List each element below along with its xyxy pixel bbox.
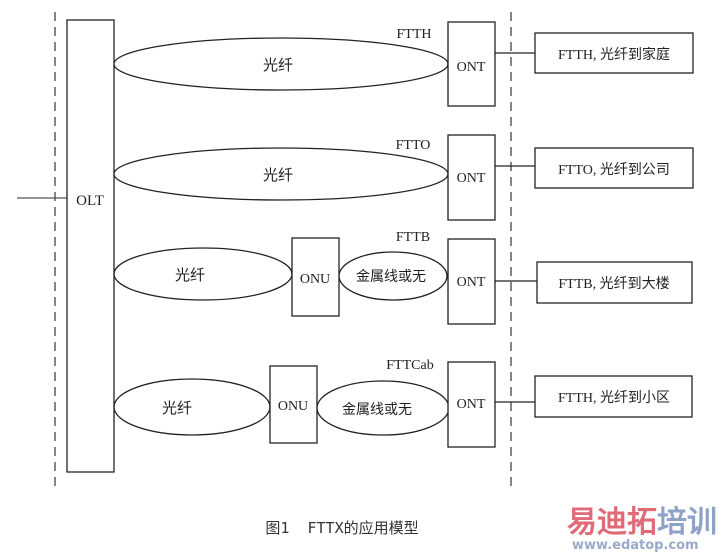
description-label: FTTH, 光纤到小区 (558, 390, 670, 406)
description-label: FTTO, 光纤到公司 (558, 162, 670, 178)
type-label: FTTB (396, 230, 430, 245)
description-box (534, 375, 693, 418)
onu-box (269, 365, 318, 444)
row-ftth: 光纤 FTTH ONT FTTH, 光纤到家庭 (113, 21, 694, 107)
onu-label: ONU (300, 272, 330, 287)
description-box (534, 32, 694, 74)
copper-label: 金属线或无 (342, 402, 412, 418)
watermark-char: 培 (657, 505, 687, 540)
fiber-label: 光纤 (162, 400, 192, 417)
type-label: FTTO (396, 138, 431, 153)
ont-box (447, 134, 496, 221)
watermark-char: 拓 (627, 505, 657, 540)
ont-label: ONT (457, 397, 486, 412)
row-ftto: 光纤 FTTO ONT FTTO, 光纤到公司 (113, 134, 694, 221)
description-box (534, 147, 694, 189)
fiber-label: 光纤 (263, 57, 293, 74)
row-fttb: 光纤 ONU 金属线或无 FTTB ONT FTTB, 光纤到大楼 (113, 230, 693, 325)
onu-box (291, 237, 340, 317)
description-box (536, 261, 693, 304)
ont-box (447, 361, 496, 448)
type-label: FTTCab (386, 358, 433, 373)
watermark-url: www.edatop.com (572, 538, 699, 553)
description-label: FTTB, 光纤到大楼 (558, 276, 669, 292)
figure-caption: 图1 FTTX的应用模型 (265, 519, 418, 537)
ont-label: ONT (457, 275, 486, 290)
ont-box (447, 238, 496, 325)
row-fttcab: 光纤 ONU 金属线或无 FTTCab ONT FTTH, 光纤到小区 (113, 358, 693, 448)
watermark: 易迪拓培训 www.edatop.com (567, 505, 717, 553)
copper-ellipse (338, 251, 448, 301)
watermark-char: 迪 (597, 505, 627, 540)
description-label: FTTH, 光纤到家庭 (558, 46, 670, 63)
fiber-label: 光纤 (263, 167, 293, 184)
watermark-char: 训 (687, 505, 717, 540)
watermark-char: 易 (567, 505, 597, 540)
olt-box (66, 19, 115, 473)
olt-label: OLT (76, 193, 104, 209)
watermark-title: 易迪拓培训 (567, 505, 717, 540)
type-label: FTTH (397, 27, 432, 42)
ont-label: ONT (457, 171, 486, 186)
fiber-label: 光纤 (175, 267, 205, 284)
onu-label: ONU (278, 399, 308, 414)
copper-label: 金属线或无 (356, 269, 426, 285)
ont-box (447, 21, 496, 107)
ont-label: ONT (457, 60, 486, 75)
